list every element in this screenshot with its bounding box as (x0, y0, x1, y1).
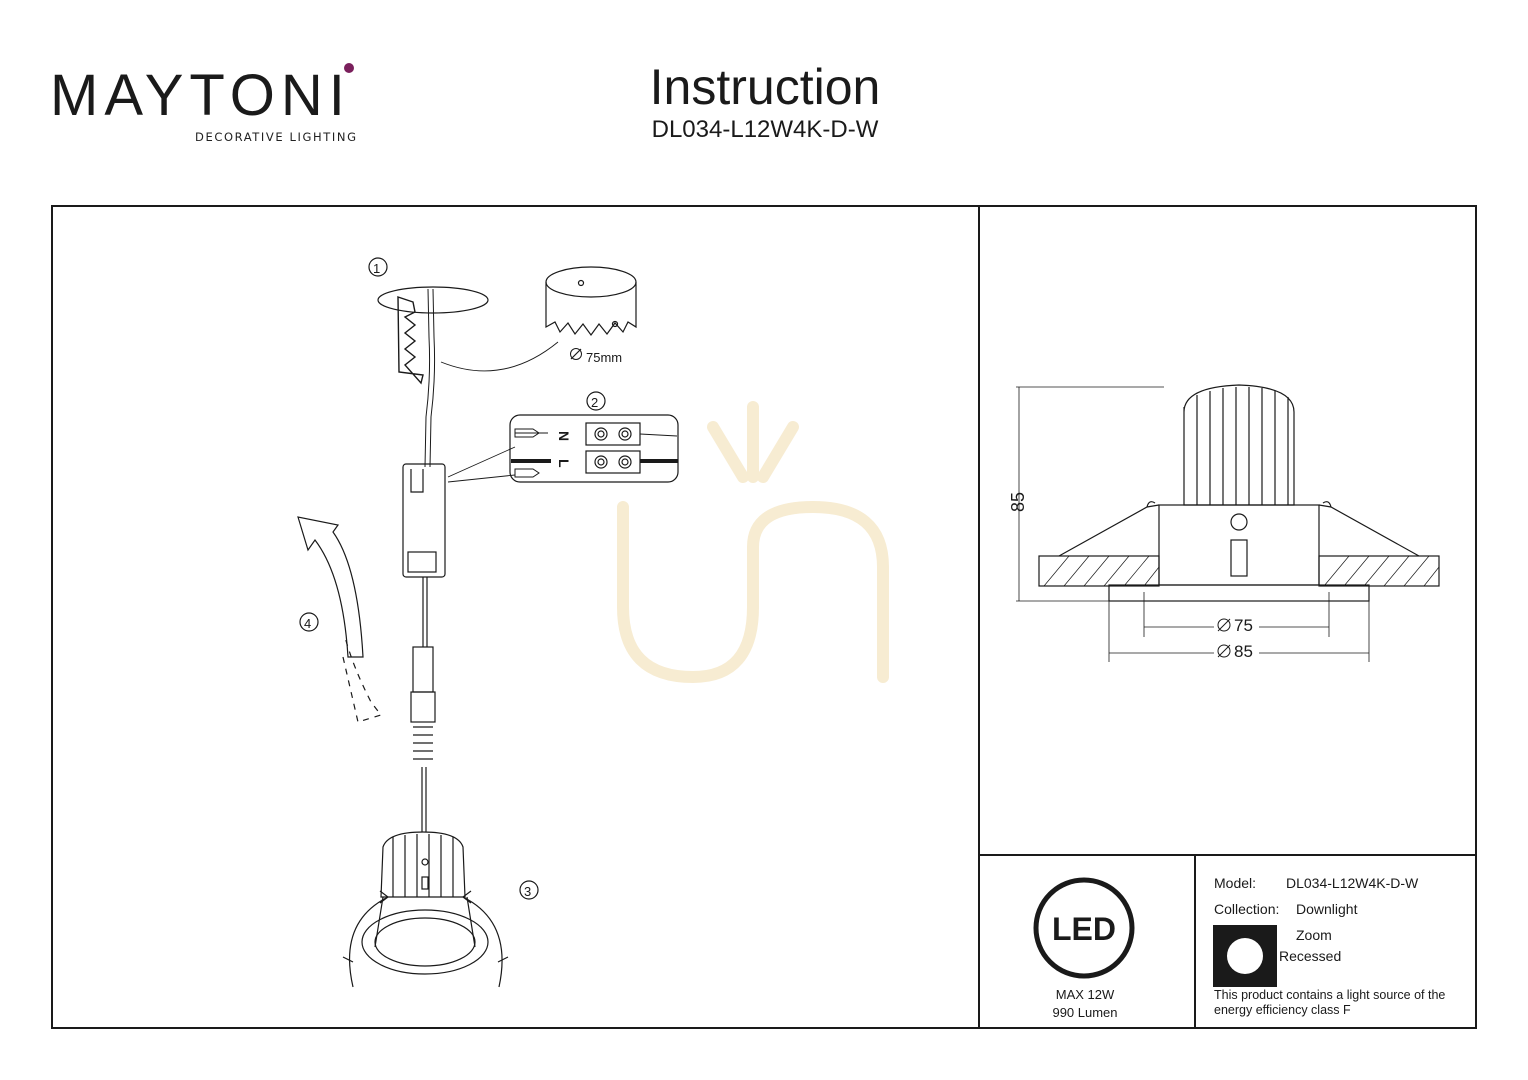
step-4-number: 4 (304, 616, 311, 631)
led-power: MAX 12W (1055, 987, 1115, 1002)
step-4-insert-arrow (297, 516, 383, 723)
step-1-hole-cutting (368, 257, 637, 468)
driver-and-cable (402, 463, 446, 832)
dimension-drawing: 85 75 85 (1008, 384, 1440, 662)
collection-label: Collection: (1214, 901, 1280, 917)
type-zoom: Zoom (1296, 927, 1332, 943)
page-subtitle: DL034-L12W4K-D-W (651, 116, 879, 143)
height-value: 85 (1008, 492, 1028, 512)
led-badge: LED (1033, 877, 1135, 979)
step-1-number: 1 (373, 261, 380, 276)
instruction-frame (51, 205, 1477, 1029)
step-2-wiring (447, 391, 679, 483)
model-value: DL034-L12W4K-D-W (1286, 875, 1419, 891)
energy-note-line2: energy efficiency class F (1214, 1003, 1351, 1017)
step-3-number: 3 (524, 884, 531, 899)
energy-note-line1: This product contains a light source of … (1214, 988, 1446, 1002)
brand-dot (344, 63, 354, 73)
hole-size-label: 75mm (586, 350, 622, 365)
inner-diameter-value: 75 (1234, 616, 1253, 635)
model-label: Model: (1214, 875, 1257, 891)
brand-tagline: DECORATIVE LIGHTING (195, 130, 358, 144)
step-3-fixture (342, 831, 539, 988)
row-divider (978, 854, 1475, 856)
led-badge-label: LED (1052, 911, 1116, 947)
page-title: Instruction (649, 59, 881, 115)
column-divider (978, 207, 980, 1027)
terminal-label-n: N (556, 431, 572, 441)
installation-diagram: 1 75mm 2 N L 4 (297, 257, 889, 988)
brand-logo: MAYTONI DECORATIVE LIGHTING (50, 62, 370, 152)
outer-diameter-value: 85 (1234, 642, 1253, 661)
brand-name: MAYTONI (50, 63, 351, 128)
type-recessed: Recessed (1279, 948, 1342, 964)
led-flux: 990 Lumen (1052, 1005, 1118, 1020)
terminal-label-l: L (556, 459, 572, 468)
recessed-icon (1213, 925, 1277, 987)
watermark-logo (617, 401, 889, 684)
step-2-number: 2 (591, 395, 598, 410)
spec-divider (1194, 854, 1196, 1027)
collection-value: Downlight (1296, 901, 1358, 917)
